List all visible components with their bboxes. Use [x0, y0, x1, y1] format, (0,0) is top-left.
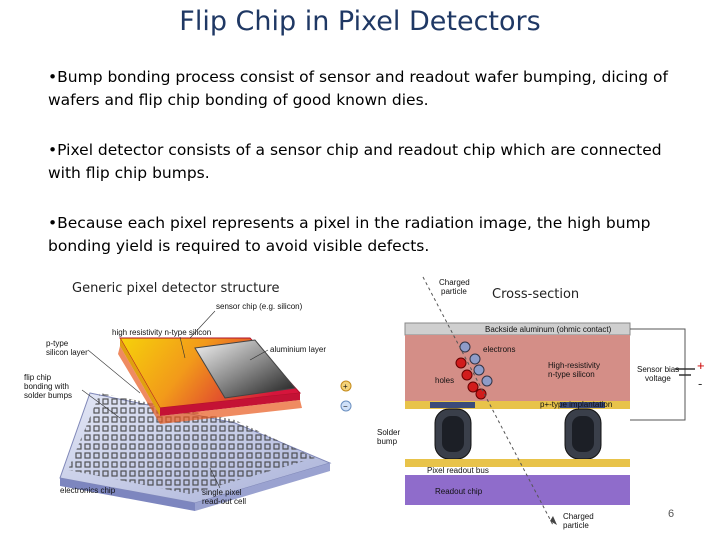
- readout-chip-layer: [405, 475, 630, 505]
- solder-bump-grid: [68, 393, 315, 494]
- bullet-bump-bonding: •Bump bonding process consist of sensor …: [48, 68, 668, 109]
- label-holes: holes: [435, 376, 454, 385]
- label-electrons: electrons: [483, 345, 515, 354]
- label-p-implantation: p+-type implantation: [540, 400, 612, 409]
- right-figure-caption: Cross-section: [492, 287, 580, 302]
- label-high-resistivity: high resistivity n-type silicon: [112, 328, 211, 337]
- pixel-readout-bus: [405, 459, 630, 467]
- label-flip-chip-2: bonding with: [24, 382, 69, 391]
- label-single-pixel-2: read-out cell: [202, 497, 246, 506]
- pixel-detector-diagram: + − sensor chip (e.g. silicon) high resi…: [24, 302, 352, 511]
- bias-plus-sign: +: [697, 358, 705, 373]
- solder-bumps: [434, 408, 602, 460]
- label-single-pixel-1: single pixel: [202, 488, 242, 497]
- label-sensor-bias-2: voltage: [645, 374, 671, 383]
- particle-track: [422, 276, 554, 526]
- label-aluminium: aluminium layer: [270, 345, 326, 354]
- label-electronics-chip: electronics chip: [60, 486, 116, 495]
- label-sensor-bias-1: Sensor bias: [637, 365, 679, 374]
- hole-markers: [455, 357, 487, 400]
- label-p-type-2: silicon layer: [46, 348, 88, 357]
- label-flip-chip-1: flip chip: [24, 373, 52, 382]
- page-number: 6: [668, 508, 675, 520]
- p-implantation-layer: [405, 401, 630, 409]
- label-charged-bottom-2: particle: [563, 521, 589, 530]
- label-charged-bottom-1: Charged: [563, 512, 594, 521]
- label-readout-bus: Pixel readout bus: [427, 466, 489, 475]
- label-charged-top-1: Charged: [439, 278, 470, 287]
- aluminium-layer-shape: [194, 339, 296, 399]
- label-backside-aluminum: Backside aluminum (ohmic contact): [485, 325, 612, 334]
- label-charged-top-2: particle: [441, 287, 467, 296]
- bullet-bonding-yield: •Because each pixel represents a pixel i…: [48, 214, 651, 255]
- label-solder-2: bump: [377, 437, 398, 446]
- left-plus-sign: +: [343, 382, 348, 391]
- slide-title: Flip Chip in Pixel Detectors: [179, 6, 541, 37]
- label-readout-chip: Readout chip: [435, 487, 483, 496]
- label-p-type-1: p-type: [46, 339, 69, 348]
- n-type-silicon-layer: [405, 335, 630, 401]
- left-figure-caption: Generic pixel detector structure: [72, 281, 280, 296]
- label-sensor-chip: sensor chip (e.g. silicon): [216, 302, 303, 311]
- electron-markers: [459, 341, 493, 387]
- left-minus-sign: −: [343, 402, 348, 411]
- label-solder-1: Solder: [377, 428, 400, 437]
- label-high-resistivity-2: n-type silicon: [548, 370, 595, 379]
- cross-section-diagram: Backside aluminum (ohmic contact) High-r…: [377, 276, 705, 530]
- bullet-pixel-detector: •Pixel detector consists of a sensor chi…: [48, 141, 662, 182]
- label-high-resistivity-1: High-resistivity: [548, 361, 600, 370]
- label-flip-chip-3: solder bumps: [24, 391, 72, 400]
- bias-minus-sign: -: [698, 376, 702, 391]
